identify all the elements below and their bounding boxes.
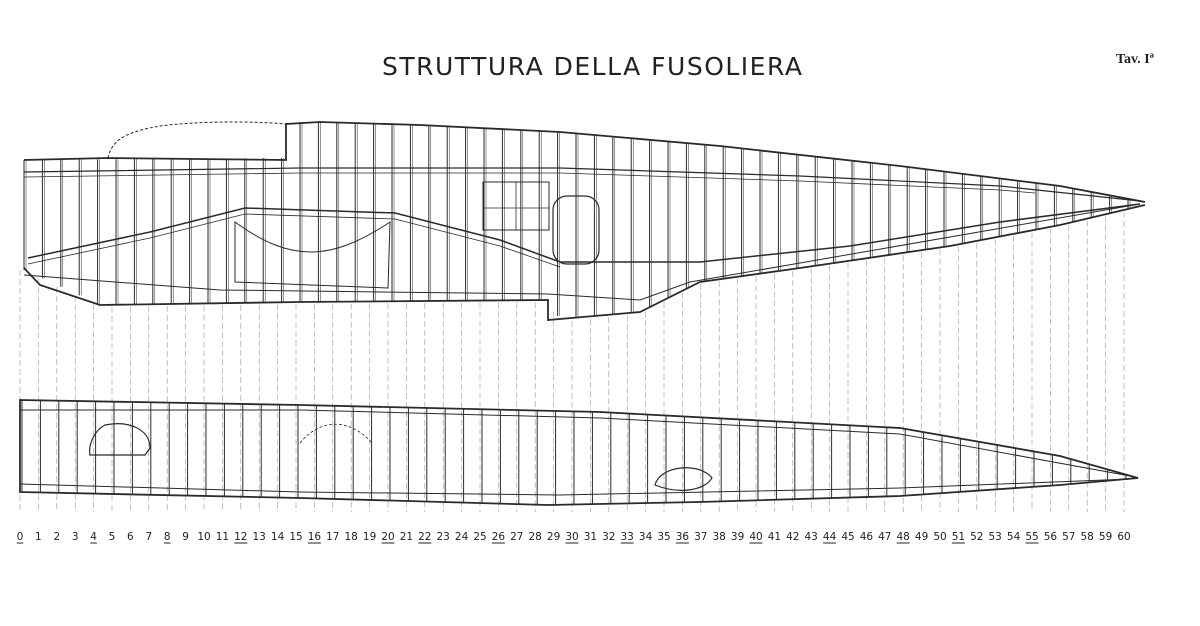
plan-inner-longeron <box>20 409 1131 477</box>
station-number: 28 <box>529 531 542 543</box>
station-number: 50 <box>933 531 946 543</box>
station-number: 43 <box>805 531 818 543</box>
upper-longeron <box>23 167 1141 202</box>
station-number: 18 <box>345 531 358 543</box>
station-number: 53 <box>989 531 1002 543</box>
station-number: 47 <box>878 531 891 543</box>
station-number: 32 <box>602 531 615 543</box>
station-number: 23 <box>437 531 450 543</box>
lower-longeron <box>23 203 1141 301</box>
station-number: 42 <box>786 531 799 543</box>
station-number: 13 <box>253 531 266 543</box>
station-number: 19 <box>363 531 376 543</box>
upper-outline <box>23 121 1146 203</box>
station-number: 58 <box>1081 531 1094 543</box>
station-number: 7 <box>145 531 152 543</box>
station-number: 35 <box>657 531 670 543</box>
station-number: 40 <box>749 531 762 543</box>
plan-view-frames <box>21 400 1127 505</box>
station-number: 2 <box>53 531 60 543</box>
cockpit-opening <box>234 221 391 289</box>
station-number: 4 <box>90 531 97 543</box>
station-number: 3 <box>72 531 79 543</box>
canopy-outline <box>107 121 287 159</box>
station-number: 33 <box>621 531 634 543</box>
station-number: 54 <box>1007 531 1021 543</box>
station-number: 22 <box>418 531 431 543</box>
station-number: 6 <box>127 531 134 543</box>
station-number: 9 <box>182 531 189 543</box>
drawing-title: STRUTTURA DELLA FUSOLIERA <box>382 52 804 81</box>
station-number: 1 <box>35 531 42 543</box>
plan-cockpit <box>89 423 151 456</box>
station-number: 11 <box>216 531 229 543</box>
station-number: 52 <box>970 531 983 543</box>
station-number: 36 <box>676 531 690 543</box>
plan-outline <box>19 399 1139 506</box>
station-number: 56 <box>1044 531 1058 543</box>
side-view-frames <box>23 122 1131 319</box>
station-number: 27 <box>510 531 523 543</box>
station-number: 46 <box>860 531 874 543</box>
side-view-elevation <box>23 121 1146 321</box>
station-number: 17 <box>326 531 339 543</box>
station-number: 44 <box>823 531 837 543</box>
station-number: 57 <box>1062 531 1075 543</box>
station-number: 31 <box>584 531 597 543</box>
plan-view <box>19 399 1139 506</box>
station-number: 0 <box>17 531 24 543</box>
station-number: 26 <box>492 531 506 543</box>
station-number: 38 <box>713 531 726 543</box>
station-number: 39 <box>731 531 744 543</box>
station-number: 37 <box>694 531 707 543</box>
station-number: 55 <box>1025 531 1038 543</box>
station-number: 14 <box>271 531 285 543</box>
plate-number: Tav. Iª <box>1116 52 1154 67</box>
station-number: 59 <box>1099 531 1112 543</box>
station-number: 20 <box>381 531 394 543</box>
station-number: 49 <box>915 531 928 543</box>
station-number: 45 <box>841 531 854 543</box>
station-number: 51 <box>952 531 965 543</box>
station-projection-lines <box>19 211 1125 512</box>
station-number: 24 <box>455 531 469 543</box>
station-number: 25 <box>473 531 486 543</box>
station-number: 29 <box>547 531 560 543</box>
station-number: 8 <box>164 531 171 543</box>
station-number: 10 <box>197 531 210 543</box>
station-number: 21 <box>400 531 413 543</box>
station-number: 34 <box>639 531 653 543</box>
plan-fairing <box>654 467 713 491</box>
station-number: 15 <box>289 531 302 543</box>
station-number: 48 <box>897 531 910 543</box>
station-number: 60 <box>1117 531 1130 543</box>
diagonal-longeron <box>27 203 1141 263</box>
station-number: 30 <box>565 531 578 543</box>
station-number: 16 <box>308 531 322 543</box>
station-number: 41 <box>768 531 781 543</box>
station-number: 12 <box>234 531 247 543</box>
station-number: 5 <box>109 531 116 543</box>
